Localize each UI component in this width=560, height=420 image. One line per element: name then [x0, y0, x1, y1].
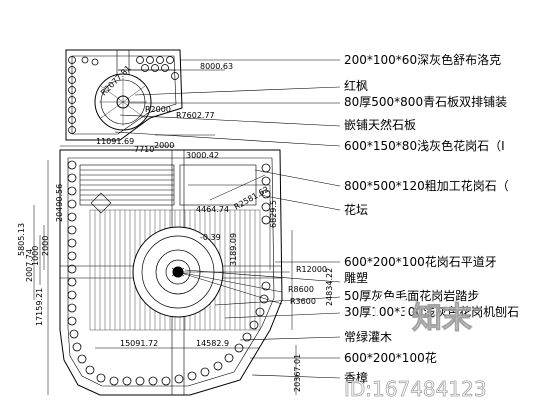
- dim-20490: 20490.56: [55, 184, 64, 222]
- watermark-logo-text: 知末: [412, 301, 472, 336]
- note-pavers: 200*100*60深灰色舒布洛克: [344, 52, 501, 67]
- callout-notes: 200*100*60深灰色舒布洛克 红枫 80厚500*800青石板双排铺装 嵌…: [344, 52, 519, 385]
- dim-6829: 6829.5: [269, 200, 278, 228]
- dim-17159: 17159.21: [35, 288, 44, 326]
- dim-1000: 1000: [31, 246, 40, 266]
- main-plaza-outline: [59, 149, 283, 396]
- note-red-maple: 红枫: [344, 78, 368, 93]
- dim-3000: 3000.42: [186, 151, 219, 160]
- dim-r3600: R3600: [290, 297, 316, 306]
- note-planed-granite: 30厚100*300浅灰色花岗机刨石: [344, 304, 519, 319]
- note-evergreen: 常绿灌木: [344, 329, 392, 344]
- note-curb-2: 600*200*100花: [344, 350, 437, 365]
- dim-2007: 2007.74: [25, 249, 34, 282]
- note-camphor: 香樟: [344, 370, 368, 385]
- dimension-labels: 8000.63 R2077.81 R2000 R7602.77 11091.69…: [17, 62, 334, 392]
- stone-bands: [79, 164, 257, 214]
- note-sculpture: 雕塑: [344, 270, 368, 285]
- dim-r2000-top: R2000: [145, 105, 171, 114]
- dimension-lines: [33, 69, 297, 395]
- dim-8000: 8000.63: [200, 62, 233, 71]
- dim-4464: 4464.74: [196, 205, 229, 214]
- dim-r8600: R8600: [288, 285, 314, 294]
- leader-lines: [114, 59, 341, 379]
- top-plaza-shrubs: [68, 56, 179, 134]
- note-bluestone: 80厚500*800青石板双排铺装: [344, 95, 507, 109]
- dim-14582: 14582.9: [196, 339, 229, 348]
- note-rough-granite: 800*500*120粗加工花岗石（: [344, 178, 509, 193]
- dim-24834: 24834.22: [325, 268, 334, 306]
- dim-r12000: R12000: [296, 265, 327, 274]
- watermark-id: ID:167484123: [344, 377, 487, 401]
- dim-r7602: R7602.77: [176, 111, 215, 120]
- dim-5805: 5805.13: [17, 223, 26, 256]
- note-granite-light: 600*150*80浅灰色花岗石（Ⅰ: [344, 138, 505, 153]
- note-natural-stone: 嵌铺天然石板: [344, 117, 416, 132]
- note-planter: 花坛: [344, 202, 368, 217]
- dim-7710: 7710: [134, 145, 154, 154]
- dim-11091: 11091.69: [96, 137, 134, 146]
- watermark-logo-mark: [374, 298, 408, 332]
- axis-paths: [60, 150, 282, 395]
- dim-neg039: -0.39: [200, 233, 221, 242]
- dim-20367: 20367.01: [293, 354, 302, 392]
- top-plaza: [65, 49, 183, 141]
- dim-3189: 3189.09: [229, 233, 238, 266]
- dim-2000-a: 2000: [154, 141, 174, 150]
- dim-15091: 15091.72: [120, 339, 158, 348]
- dim-2000-b: 2000: [41, 236, 50, 256]
- note-curb: 600*200*100花岗石平道牙: [344, 254, 497, 269]
- watermark: 知末 ID:167484123: [344, 298, 487, 401]
